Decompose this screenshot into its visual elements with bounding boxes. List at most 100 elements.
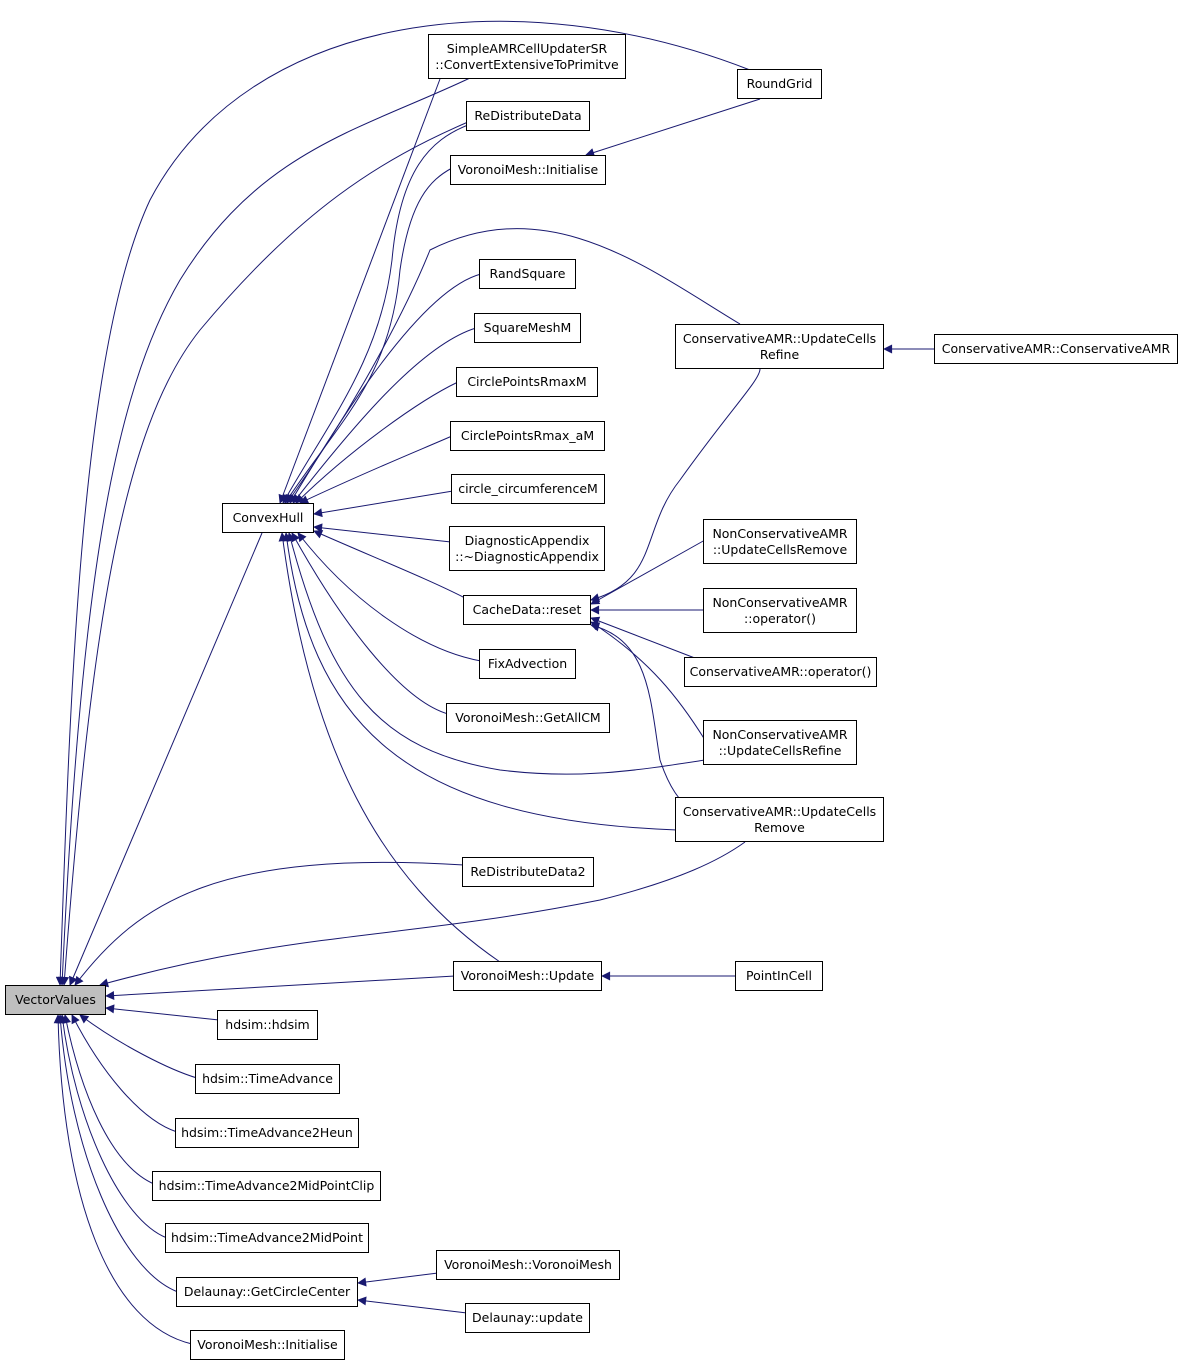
edge-vv-caucrm (99, 841, 746, 988)
node-voronoimesh-update-label: VoronoiMesh::Update (460, 968, 595, 983)
node-conservativeamr-updatecellsrefine-line1: ConservativeAMR::UpdateCells (682, 330, 877, 346)
node-redistributedata-label: ReDistributeData (474, 108, 582, 123)
node-nonconservativeamr-operator-line1: NonConservativeAMR (712, 594, 848, 610)
node-hdsim-timeadvance2heun[interactable]: hdsim::TimeAdvance2Heun (175, 1118, 359, 1148)
node-simpleamr-convert[interactable]: SimpleAMRCellUpdaterSR ::ConvertExtensiv… (428, 34, 626, 79)
node-delaunay-update[interactable]: Delaunay::update (465, 1303, 590, 1333)
node-diagnosticappendix-dtor-line1: DiagnosticAppendix (464, 532, 590, 548)
node-cachedata-reset[interactable]: CacheData::reset (463, 595, 591, 625)
node-convexhull-label: ConvexHull (232, 510, 304, 525)
edge-ch-vmupdate (278, 532, 501, 963)
node-delaunay-getcirclecenter[interactable]: Delaunay::GetCircleCenter (176, 1277, 358, 1307)
node-diagnosticappendix-dtor-line2: ::~DiagnosticAppendix (455, 548, 599, 564)
node-diagnosticappendix-dtor[interactable]: DiagnosticAppendix ::~DiagnosticAppendix (449, 526, 605, 571)
node-voronoimesh-getallcm-label: VoronoiMesh::GetAllCM (455, 710, 601, 725)
node-randsquare[interactable]: RandSquare (479, 259, 576, 289)
node-circlepointsrmaxm-label: CirclePointsRmaxM (467, 374, 587, 389)
edge-ch-caucr (286, 228, 741, 504)
edge-cd-caucr (590, 368, 761, 603)
node-pointincell[interactable]: PointInCell (735, 961, 823, 991)
node-hdsim-timeadvance[interactable]: hdsim::TimeAdvance (195, 1064, 340, 1094)
edge-ch-cprm (295, 381, 459, 504)
edge-cd-ncaucr (590, 621, 706, 741)
node-nonconservativeamr-updatecellsremove-line2: ::UpdateCellsRemove (712, 541, 848, 557)
node-hdsim-timeadvance-label: hdsim::TimeAdvance (202, 1071, 333, 1086)
node-nonconservativeamr-updatecellsrefine-line2: ::UpdateCellsRefine (718, 742, 842, 758)
node-hdsim-hdsim[interactable]: hdsim::hdsim (217, 1010, 318, 1040)
edge-ch-cachedata (313, 530, 466, 599)
node-redistributedata2-label: ReDistributeData2 (470, 864, 586, 879)
node-nonconservativeamr-updatecellsrefine-line1: NonConservativeAMR (712, 726, 848, 742)
node-nonconservativeamr-operator-line2: ::operator() (744, 610, 816, 626)
node-conservativeamr-operator[interactable]: ConservativeAMR::operator() (684, 657, 877, 687)
node-voronoimesh-initialise-top-label: VoronoiMesh::Initialise (457, 162, 599, 177)
node-conservativeamr-updatecellsremove-line1: ConservativeAMR::UpdateCells (682, 803, 877, 819)
node-nonconservativeamr-operator[interactable]: NonConservativeAMR ::operator() (703, 588, 857, 633)
node-cachedata-reset-label: CacheData::reset (472, 602, 582, 617)
edge-vv-redistributedata (60, 121, 469, 986)
node-circlepointsrmaxm[interactable]: CirclePointsRmaxM (456, 367, 598, 397)
edge-cd-ncaucrm (590, 539, 706, 605)
node-voronoimesh-ctor[interactable]: VoronoiMesh::VoronoiMesh (436, 1250, 620, 1280)
node-redistributedata2[interactable]: ReDistributeData2 (462, 857, 594, 887)
node-vectorvalues: VectorValues (5, 985, 106, 1015)
node-delaunay-update-label: Delaunay::update (472, 1310, 583, 1325)
node-fixadvection-label: FixAdvection (487, 656, 568, 671)
edge-vv-hdsimta (79, 1014, 198, 1079)
node-hdsim-timeadvance2midpoint-label: hdsim::TimeAdvance2MidPoint (170, 1230, 364, 1245)
node-hdsim-timeadvance2heun-label: hdsim::TimeAdvance2Heun (181, 1125, 353, 1140)
node-circlepointsrmax-am[interactable]: CirclePointsRmax_aM (450, 421, 605, 451)
node-conservativeamr-ctor[interactable]: ConservativeAMR::ConservativeAMR (934, 334, 1178, 364)
edge-vv-convexhull (69, 532, 263, 986)
node-randsquare-label: RandSquare (489, 266, 566, 281)
edge-ch-ncaucr (286, 532, 706, 775)
edge-ch-squaremesh (292, 327, 477, 504)
node-roundgrid[interactable]: RoundGrid (737, 69, 822, 99)
node-nonconservativeamr-updatecellsremove[interactable]: NonConservativeAMR ::UpdateCellsRemove (703, 519, 857, 564)
node-hdsim-timeadvance2midpointclip-label: hdsim::TimeAdvance2MidPointClip (158, 1178, 375, 1193)
node-hdsim-timeadvance2midpointclip[interactable]: hdsim::TimeAdvance2MidPointClip (152, 1171, 381, 1201)
edge-vv-roundgrid (55, 20, 751, 986)
node-conservativeamr-updatecellsremove[interactable]: ConservativeAMR::UpdateCells Remove (675, 797, 884, 842)
edge-vv-simpleamr (57, 77, 471, 986)
node-voronoimesh-initialise-bottom-label: VoronoiMesh::Initialise (197, 1337, 338, 1352)
node-roundgrid-label: RoundGrid (746, 76, 813, 91)
edge-vv-hdsimtmpc (62, 1014, 155, 1185)
node-conservativeamr-updatecellsrefine[interactable]: ConservativeAMR::UpdateCells Refine (675, 324, 884, 369)
node-fixadvection[interactable]: FixAdvection (479, 649, 576, 679)
node-conservativeamr-updatecellsremove-line2: Remove (754, 819, 805, 835)
node-pointincell-label: PointInCell (745, 968, 812, 983)
node-voronoimesh-getallcm[interactable]: VoronoiMesh::GetAllCM (446, 703, 610, 733)
node-voronoimesh-ctor-label: VoronoiMesh::VoronoiMesh (444, 1257, 612, 1272)
node-squaremeshm-label: SquareMeshM (483, 320, 572, 335)
node-voronoimesh-initialise-top[interactable]: VoronoiMesh::Initialise (450, 155, 606, 185)
node-redistributedata[interactable]: ReDistributeData (466, 101, 590, 131)
edge-cd-caucrm (590, 622, 691, 811)
node-simpleamr-convert-line2: ::ConvertExtensiveToPrimitve (435, 56, 619, 72)
node-conservativeamr-ctor-label: ConservativeAMR::ConservativeAMR (941, 341, 1171, 356)
edge-vv-hdsimta2h (71, 1014, 178, 1133)
node-convexhull[interactable]: ConvexHull (222, 503, 314, 533)
edge-ch-da (313, 523, 452, 543)
node-circlepointsrmax-am-label: CirclePointsRmax_aM (460, 428, 595, 443)
node-hdsim-timeadvance2midpoint[interactable]: hdsim::TimeAdvance2MidPoint (165, 1223, 369, 1253)
edge-ch-randsquare (289, 273, 482, 504)
node-vectorvalues-label: VectorValues (15, 992, 96, 1007)
node-hdsim-hdsim-label: hdsim::hdsim (225, 1017, 310, 1032)
edge-vv-hdsim (105, 1004, 220, 1021)
node-conservativeamr-operator-label: ConservativeAMR::operator() (689, 664, 872, 679)
edge-vv-dgc (56, 1014, 179, 1293)
node-nonconservativeamr-updatecellsrefine[interactable]: NonConservativeAMR ::UpdateCellsRefine (703, 720, 857, 765)
node-voronoimesh-update[interactable]: VoronoiMesh::Update (453, 961, 602, 991)
node-squaremeshm[interactable]: SquareMeshM (474, 313, 581, 343)
edge-vv-vmupdate (105, 975, 456, 1001)
node-circle-circumferencem-label: circle_circumferenceM (458, 481, 598, 496)
edge-vv-vmi2 (53, 1014, 193, 1345)
edge-vv-redistributedata2 (74, 861, 465, 986)
edge-dgc-du (357, 1296, 468, 1314)
node-nonconservativeamr-updatecellsremove-line1: NonConservativeAMR (712, 525, 848, 541)
edge-ch-getallcm (291, 532, 449, 715)
node-voronoimesh-initialise-bottom[interactable]: VoronoiMesh::Initialise (190, 1330, 345, 1360)
node-circle-circumferencem[interactable]: circle_circumferenceM (451, 474, 605, 504)
edge-ch-fixadvection (297, 532, 482, 662)
